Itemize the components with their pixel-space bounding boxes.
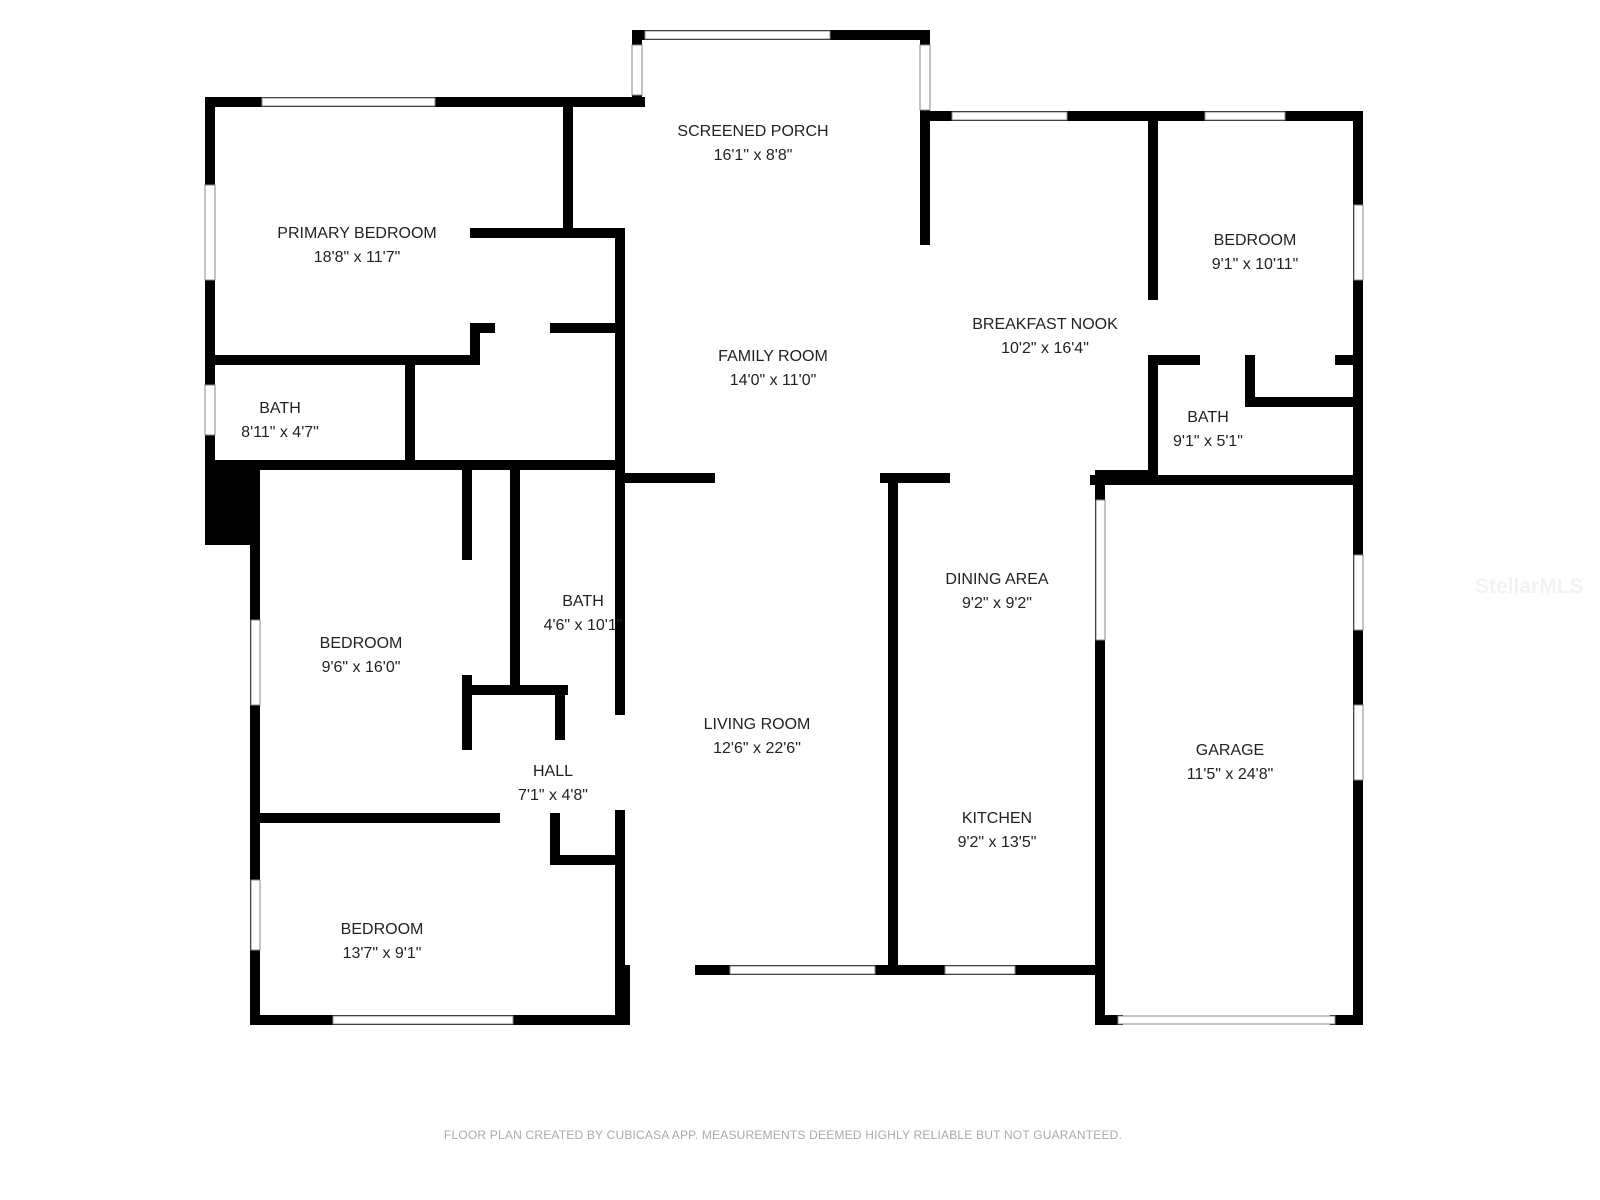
watermark: StellarMLS [1475, 575, 1584, 598]
room-size: 9'6" x 16'0" [321, 659, 401, 676]
room-name: BATH [562, 593, 604, 610]
room-kitchen: KITCHEN 9'2" x 13'5" [958, 807, 1037, 855]
room-size: 9'1" x 10'11" [1211, 256, 1299, 273]
room-name: LIVING ROOM [703, 716, 811, 733]
room-family-room: FAMILY ROOM 14'0" x 11'0" [718, 345, 828, 393]
chimney-block [205, 460, 250, 545]
room-bath-center: BATH 4'6" x 10'1" [544, 590, 623, 638]
windows [204, 30, 1364, 1025]
room-name: FAMILY ROOM [718, 348, 828, 365]
room-bedroom-ne: BEDROOM 9'1" x 10'11" [1212, 229, 1299, 277]
room-screened-porch: SCREENED PORCH 16'1" x 8'8" [677, 120, 828, 168]
room-size: 10'2" x 16'4" [1001, 340, 1089, 357]
room-name: KITCHEN [961, 810, 1033, 827]
room-size: 9'2" x 13'5" [957, 834, 1037, 851]
room-size: 16'1" x 8'8" [713, 147, 793, 164]
room-living-room: LIVING ROOM 12'6" x 22'6" [704, 713, 811, 761]
walls [205, 30, 1363, 1025]
room-name: BEDROOM [319, 635, 403, 652]
room-breakfast-nook: BREAKFAST NOOK 10'2" x 16'4" [972, 313, 1118, 361]
room-dining-area: DINING AREA 9'2" x 9'2" [945, 568, 1048, 616]
room-bedroom-sw: BEDROOM 13'7" x 9'1" [341, 918, 424, 966]
room-name: GARAGE [1195, 742, 1265, 759]
room-name: BREAKFAST NOOK [972, 316, 1118, 333]
room-size: 14'0" x 11'0" [729, 372, 817, 389]
room-bedroom-west: BEDROOM 9'6" x 16'0" [320, 632, 403, 680]
room-name: HALL [532, 763, 574, 780]
room-bath-east: BATH 9'1" x 5'1" [1173, 406, 1243, 454]
room-size: 8'11" x 4'7" [241, 424, 319, 441]
room-name: BEDROOM [340, 921, 424, 938]
room-size: 9'2" x 9'2" [962, 595, 1032, 612]
room-name: BATH [259, 400, 301, 417]
room-size: 18'8" x 11'7" [313, 249, 401, 266]
room-size: 7'1" x 4'8" [518, 787, 588, 804]
room-bath-west: BATH 8'11" x 4'7" [241, 397, 319, 445]
room-name: DINING AREA [945, 571, 1049, 588]
disclaimer-footer: FLOOR PLAN CREATED BY CUBICASA APP. MEAS… [443, 1128, 1123, 1142]
room-primary-bedroom: PRIMARY BEDROOM 18'8" x 11'7" [277, 222, 436, 270]
room-hall: HALL 7'1" x 4'8" [518, 760, 588, 808]
room-name: BEDROOM [1213, 232, 1297, 249]
room-name: SCREENED PORCH [677, 123, 829, 140]
room-name: BATH [1187, 409, 1229, 426]
room-name: PRIMARY BEDROOM [277, 225, 437, 242]
room-size: 11'5" x 24'8" [1186, 766, 1274, 783]
room-size: 9'1" x 5'1" [1173, 433, 1243, 450]
room-size: 4'6" x 10'1" [543, 617, 623, 634]
room-size: 12'6" x 22'6" [713, 740, 801, 757]
room-size: 13'7" x 9'1" [342, 945, 422, 962]
room-garage: GARAGE 11'5" x 24'8" [1187, 739, 1274, 787]
